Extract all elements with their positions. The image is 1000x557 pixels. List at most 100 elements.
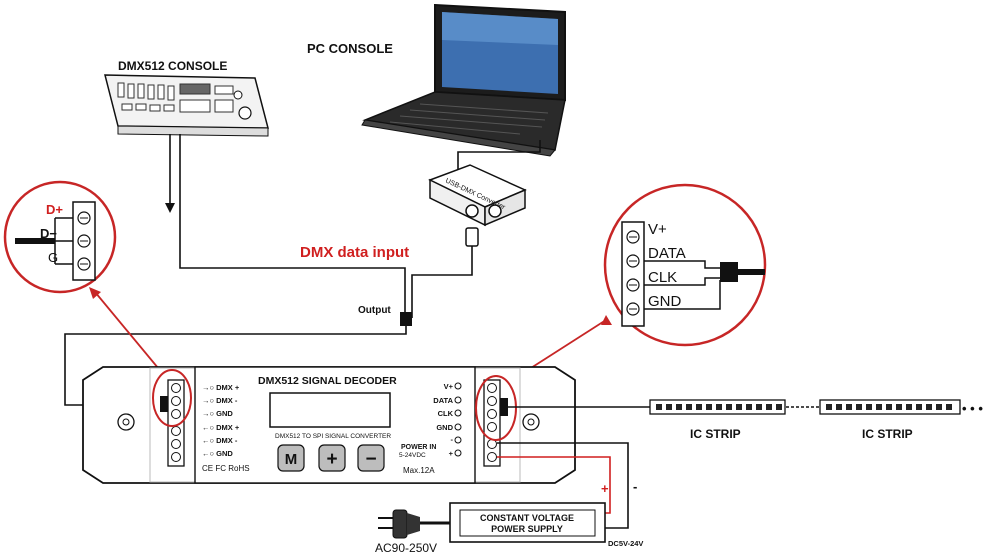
led-chip-10 — [746, 404, 752, 410]
dc-output-label: DC5V-24V — [608, 539, 643, 548]
led-chip-1 — [656, 404, 662, 410]
svg-text:→○ DMX +: →○ DMX + — [202, 383, 240, 392]
led-chip-6 — [706, 404, 712, 410]
right-pin-5: - — [451, 435, 454, 444]
ac-input-label: AC90-250V — [375, 541, 437, 555]
led-chip-7 — [886, 404, 892, 410]
led-chip-12 — [766, 404, 772, 410]
button-plus[interactable]: + — [318, 444, 346, 472]
left-zoom-arrow-icon — [89, 287, 101, 299]
left-pin-2: DMX - — [216, 396, 238, 405]
pc-console-label: PC CONSOLE — [307, 41, 393, 56]
led-chip-12 — [936, 404, 942, 410]
dmx512-console: DMX512 CONSOLE — [104, 59, 269, 137]
zoom-left-d-plus: D+ — [46, 202, 63, 217]
right-pin-4: GND — [436, 423, 453, 432]
power-in-label: POWER IN — [401, 444, 436, 451]
button-minus[interactable]: − — [357, 444, 385, 472]
ic-strip-2-label: IC STRIP — [862, 427, 913, 441]
led-chip-11 — [926, 404, 932, 410]
usb-cable — [457, 140, 541, 175]
button-m[interactable]: M — [277, 444, 305, 472]
right-terminal-zoom: V+ DATA CLK GND — [603, 183, 767, 347]
xlr-plug — [465, 227, 479, 255]
left-terminal-zoom: D+ D− G — [3, 180, 117, 294]
right-pin-1: V+ — [444, 382, 454, 391]
button-m-label: M — [285, 451, 298, 468]
svg-text:←○ GND: ←○ GND — [202, 449, 233, 458]
led-chip-3 — [676, 404, 682, 410]
right-pin-labels: V+ DATA CLK GND - + — [433, 382, 462, 458]
zoom-left-d-minus: D− — [40, 226, 57, 241]
led-chip-10 — [916, 404, 922, 410]
positive-wire — [497, 456, 611, 514]
led-chip-11 — [756, 404, 762, 410]
power-range-label: 5-24VDC — [399, 452, 426, 459]
led-chip-9 — [736, 404, 742, 410]
led-chip-2 — [836, 404, 842, 410]
dmx-input-cable — [411, 255, 473, 318]
dmx512-console-label: DMX512 CONSOLE — [118, 59, 227, 73]
minus-label: - — [633, 479, 637, 494]
svg-text:←○ DMX -: ←○ DMX - — [202, 436, 238, 445]
output-label: Output — [358, 305, 391, 316]
left-zoom-pointer — [94, 291, 169, 381]
led-chip-5 — [696, 404, 702, 410]
right-zoom-pointer — [519, 319, 607, 376]
zoom-right-clk: CLK — [648, 269, 677, 286]
ac-plug-icon — [378, 509, 450, 539]
left-pin-3: GND — [216, 409, 233, 418]
right-pin-2: DATA — [433, 396, 453, 405]
left-terminal-block — [152, 369, 192, 467]
led-chip-4 — [856, 404, 862, 410]
led-chip-6 — [876, 404, 882, 410]
decoder-title: DMX512 SIGNAL DECODER — [258, 375, 397, 387]
ic-strip-1: IC STRIP — [649, 399, 786, 441]
usb-dmx-converter: USB-DMX Converter — [428, 164, 527, 227]
right-zoom-arrow-icon — [601, 315, 612, 325]
certifications: CE FC RoHS — [202, 464, 250, 473]
dmx-data-input-label: DMX data input — [300, 244, 409, 261]
decoder-subtitle: DMX512 TO SPI SIGNAL CONVERTER — [275, 433, 391, 440]
signal-arrow-icon — [165, 203, 175, 213]
led-chip-13 — [776, 404, 782, 410]
svg-text:→○ DMX -: →○ DMX - — [202, 396, 238, 405]
zoom-right-gnd: GND — [648, 293, 682, 310]
button-plus-label: + — [326, 449, 337, 470]
led-chip-5 — [866, 404, 872, 410]
ic-strip-2: IC STRIP — [819, 399, 961, 441]
button-minus-label: − — [365, 449, 376, 470]
psu-line2: POWER SUPPLY — [491, 524, 563, 534]
right-pin-3: CLK — [438, 409, 454, 418]
led-chip-9 — [906, 404, 912, 410]
svg-text:→○ GND: →○ GND — [202, 409, 233, 418]
psu-line1: CONSTANT VOLTAGE — [480, 513, 574, 523]
left-pin-labels: →○ DMX + →○ DMX - →○ GND ←○ DMX + ←○ DMX… — [202, 383, 240, 458]
power-supply: CONSTANT VOLTAGE POWER SUPPLY — [449, 502, 606, 543]
output-connector — [400, 312, 412, 326]
left-pin-6: GND — [216, 449, 233, 458]
console-cable — [169, 134, 406, 315]
left-pin-4: DMX + — [216, 423, 240, 432]
led-chip-7 — [716, 404, 722, 410]
led-chip-8 — [896, 404, 902, 410]
led-chip-3 — [846, 404, 852, 410]
plus-label: + — [601, 481, 609, 496]
led-chip-8 — [726, 404, 732, 410]
right-pin-6: + — [449, 449, 454, 458]
max-current-label: Max.12A — [403, 466, 435, 475]
left-pin-5: DMX - — [216, 436, 238, 445]
zoom-left-g: G — [48, 250, 58, 265]
svg-text:←○ DMX +: ←○ DMX + — [202, 423, 240, 432]
led-chip-13 — [946, 404, 952, 410]
led-chip-2 — [666, 404, 672, 410]
negative-wire — [497, 442, 629, 529]
led-chip-1 — [826, 404, 832, 410]
right-terminal-block — [475, 375, 517, 467]
lcd-display — [269, 392, 391, 428]
zoom-right-data: DATA — [648, 245, 686, 262]
left-pin-1: DMX + — [216, 383, 240, 392]
led-chip-4 — [686, 404, 692, 410]
